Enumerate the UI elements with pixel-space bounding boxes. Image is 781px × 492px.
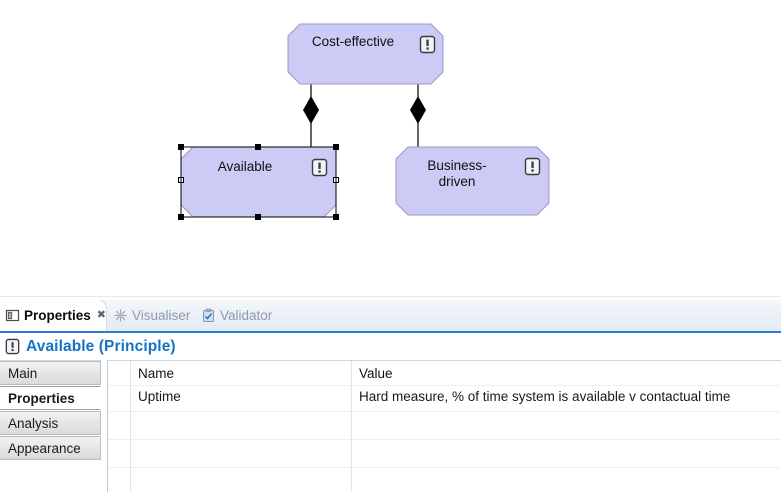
column-header-name[interactable]: Name <box>138 366 175 381</box>
side-tab-properties[interactable]: Properties <box>0 386 101 410</box>
properties-view: Properties ✖ Visualiser <box>0 300 781 492</box>
diagram-node-business-driven[interactable] <box>395 146 550 216</box>
column-divider[interactable] <box>130 361 131 492</box>
diagram-graphics <box>178 23 550 220</box>
tab-label: Visualiser <box>132 308 191 323</box>
row-separator <box>108 385 781 386</box>
tab-label: Properties <box>24 308 91 323</box>
column-header-value[interactable]: Value <box>359 366 393 381</box>
principle-icon <box>311 158 328 177</box>
side-tab-main[interactable]: Main <box>0 361 101 385</box>
side-tab-label: Properties <box>8 390 75 406</box>
tab-properties[interactable]: Properties ✖ <box>0 300 106 331</box>
tab-validator[interactable]: Validator <box>196 300 280 331</box>
properties-side-tabs: Main Properties Analysis Appearance <box>0 360 101 492</box>
connection-cost-to-available[interactable] <box>303 84 319 148</box>
side-tab-label: Appearance <box>8 440 81 456</box>
validator-icon <box>203 308 214 322</box>
page-title: Available (Principle) <box>26 337 176 355</box>
cell-property-name[interactable]: Uptime <box>138 389 181 404</box>
principle-icon <box>524 157 541 176</box>
column-divider[interactable] <box>351 361 352 492</box>
side-tab-label: Main <box>8 365 38 381</box>
properties-table[interactable]: Name Value Uptime Hard measure, % of tim… <box>107 360 781 492</box>
selection-handles-available[interactable] <box>178 144 339 220</box>
tab-visualiser[interactable]: Visualiser <box>108 300 194 331</box>
cell-property-value[interactable]: Hard measure, % of time system is availa… <box>359 389 731 404</box>
principle-icon <box>419 35 436 54</box>
close-icon[interactable]: ✖ <box>96 309 106 321</box>
view-tab-strip: Properties ✖ Visualiser <box>0 300 781 333</box>
tab-label: Validator <box>220 308 273 323</box>
principle-icon <box>5 338 20 355</box>
side-tab-label: Analysis <box>8 415 59 431</box>
properties-body: Main Properties Analysis Appearance <box>0 360 781 492</box>
visualiser-icon <box>114 309 127 322</box>
connection-cost-to-business-driven[interactable] <box>410 84 426 148</box>
properties-title-bar: Available (Principle) <box>0 333 781 360</box>
side-tab-analysis[interactable]: Analysis <box>0 411 101 435</box>
diagram-canvas[interactable]: Cost-effective Available Business- drive… <box>0 0 781 300</box>
row-separator <box>108 439 781 440</box>
side-tab-appearance[interactable]: Appearance <box>0 436 101 460</box>
row-separator <box>108 467 781 468</box>
properties-icon <box>5 309 20 322</box>
row-separator <box>108 411 781 412</box>
diagram-node-cost-effective[interactable] <box>287 23 444 85</box>
